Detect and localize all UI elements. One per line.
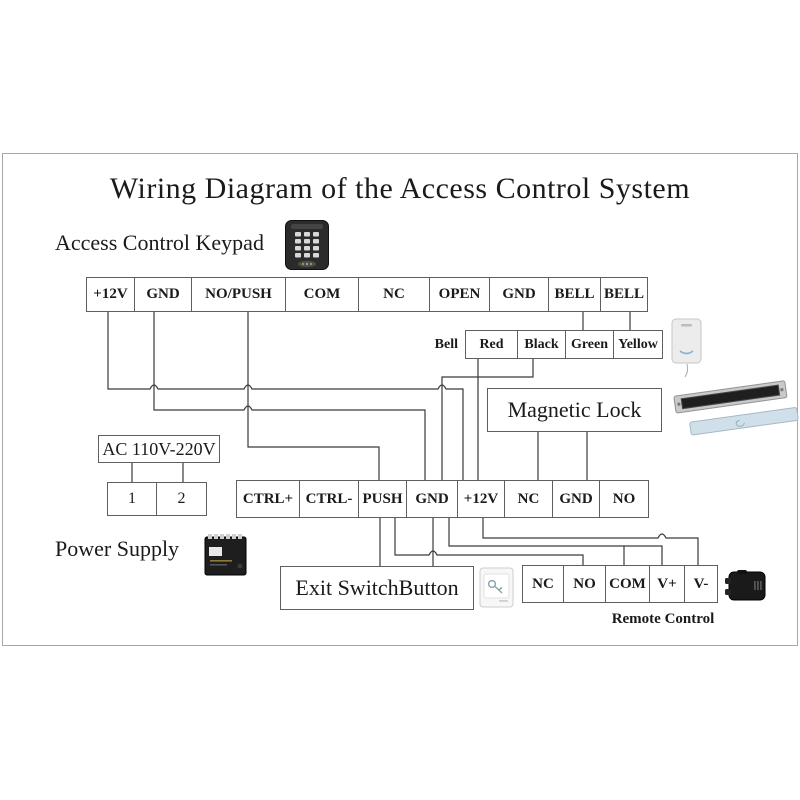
remote-control-label: Remote Control [611,611,715,627]
magnetic-lock-icon [673,380,799,436]
diagram-border [2,153,798,646]
terminal-12v: +12V [86,277,135,312]
terminal-no-push: NO/PUSH [191,277,286,312]
power-terminal-2: 2 [156,482,207,516]
terminal-no-mid: NO [599,480,649,518]
ac-supply-box: AC 110V-220V [98,435,220,463]
exit-button-icon [479,567,514,608]
terminal-nc-bottom: NC [522,565,564,603]
bell-green: Green [565,330,614,359]
terminal-v-plus: V+ [649,565,685,603]
bell-label: Bell [434,337,458,352]
page-title: Wiring Diagram of the Access Control Sys… [109,172,691,205]
terminal-bell-1: BELL [548,277,601,312]
terminal-open: OPEN [429,277,490,312]
doorbell-icon [671,318,702,364]
terminal-ctrl-plus: CTRL+ [236,480,300,518]
terminal-bell-2: BELL [600,277,648,312]
power-supply-icon [204,534,247,576]
bell-yellow: Yellow [613,330,663,359]
remote-control-icon [725,570,766,601]
terminal-ctrl-minus: CTRL- [299,480,359,518]
terminal-gnd-2: GND [489,277,549,312]
terminal-com-bottom: COM [605,565,650,603]
terminal-gnd-mid-2: GND [552,480,600,518]
bell-black: Black [517,330,566,359]
terminal-v-minus: V- [684,565,718,603]
exit-switch-box: Exit SwitchButton [280,566,474,610]
terminal-push: PUSH [358,480,407,518]
terminal-nc: NC [358,277,430,312]
power-supply-label: Power Supply [55,536,180,561]
magnetic-lock-box: Magnetic Lock [487,388,662,432]
terminal-com: COM [285,277,359,312]
terminal-gnd: GND [134,277,192,312]
terminal-no-bottom: NO [563,565,606,603]
bell-red: Red [465,330,518,359]
power-terminal-1: 1 [107,482,157,516]
terminal-nc-mid: NC [504,480,553,518]
terminal-gnd-mid: GND [406,480,458,518]
terminal-12v-mid: +12V [457,480,505,518]
keypad-label: Access Control Keypad [55,230,264,255]
keypad-icon [285,220,329,270]
